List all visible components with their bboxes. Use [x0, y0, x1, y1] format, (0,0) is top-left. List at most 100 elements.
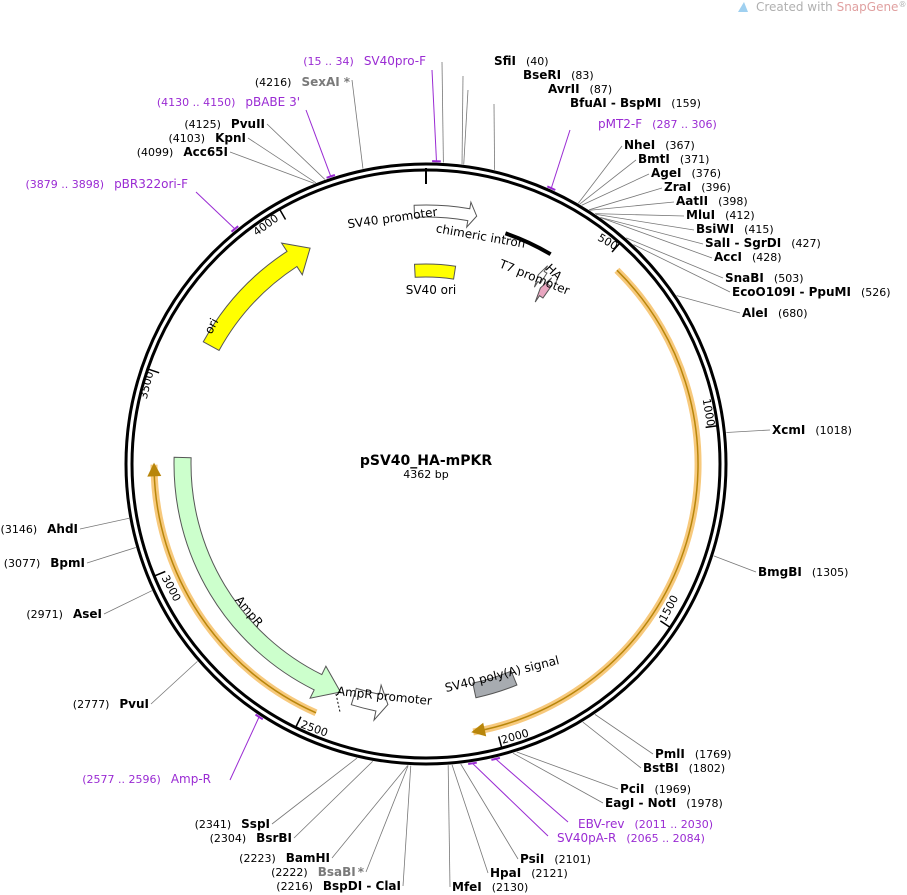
site-acc65i[interactable]: (4099)Acc65I [137, 145, 228, 159]
site-mfei[interactable]: MfeI(2130) [452, 880, 528, 894]
restriction-sites-right: SfiI(40) BseRI(83) AvrII(87) BfuAI - Bsp… [452, 54, 891, 894]
primer-binding-mark [230, 225, 239, 233]
tick-1000: 1000 [700, 397, 718, 427]
site-pointer [293, 760, 374, 839]
sv40-ori-label: SV40 ori [406, 283, 457, 297]
site-pointer [461, 75, 464, 165]
site-kpni[interactable]: (4103)KpnI [169, 131, 246, 145]
site-pointer [331, 765, 409, 859]
site-pointer-lines [79, 61, 771, 888]
site-bsabi[interactable]: (2222)BsaBI* [271, 865, 365, 879]
site-psii[interactable]: PsiI(2101) [520, 852, 591, 866]
tick-mark [659, 620, 671, 629]
sv40-promoter-label: SV40 promoter [347, 205, 439, 231]
ampr-overlap-mark [335, 693, 341, 713]
site-pointer [633, 244, 731, 293]
primer-pointer [550, 129, 571, 189]
site-pvui[interactable]: (2777)PvuI [73, 697, 149, 711]
site-acci[interactable]: AccI(428) [714, 250, 782, 264]
site-aatii[interactable]: AatII(398) [676, 194, 748, 208]
site-agei[interactable]: AgeI(376) [651, 166, 721, 180]
site-pointer [600, 217, 713, 259]
sv40-ori-feature [413, 263, 457, 280]
site-sspi[interactable]: (2341)SspI [195, 817, 270, 831]
site-pointer [266, 123, 326, 180]
site-pointer [588, 187, 663, 211]
site-alei[interactable]: AleI(680) [742, 306, 808, 320]
primer-pmt2-f[interactable]: pMT2-F(287 .. 306) [598, 117, 717, 131]
site-ecoo109i-ppumi[interactable]: EcoO109I - PpuMI(526) [732, 285, 891, 299]
site-pointer [595, 213, 695, 231]
site-ahdi[interactable]: (3146)AhdI [1, 522, 78, 536]
tick-mark [497, 736, 503, 749]
site-pointer [493, 103, 495, 170]
plasmid-name: pSV40_HA-mPKR [360, 453, 492, 469]
site-bstbi[interactable]: BstBI(1802) [643, 761, 725, 775]
site-pointer [512, 752, 604, 804]
site-pointer [229, 151, 315, 184]
chimeric-intron-label: chimeric intron [435, 221, 527, 251]
primer-pointer [431, 69, 437, 162]
site-bpmi[interactable]: (3077)BpmI [4, 556, 85, 570]
site-sali-sgrdi[interactable]: SalI - SgrDI(427) [705, 236, 821, 250]
sv40-polya-feature [472, 670, 518, 699]
site-snabi[interactable]: SnaBI(503) [725, 271, 804, 285]
primer-pointer [195, 191, 236, 230]
site-bsrbi[interactable]: (2304)BsrBI [210, 831, 292, 845]
site-pointer [247, 137, 317, 184]
site-bmti[interactable]: BmtI(371) [638, 152, 709, 166]
t7-promoter-feature [533, 265, 549, 288]
primer-binding-mark [491, 756, 501, 761]
plasmid-size: 4362 bp [403, 468, 448, 481]
site-sfii[interactable]: SfiI(40) [494, 54, 549, 68]
site-bsiwi[interactable]: BsiWI(415) [696, 222, 774, 236]
primer-pbabe-3[interactable]: (4130 .. 4150)pBABE 3' [157, 95, 300, 109]
site-bmgbi[interactable]: BmgBI(1305) [758, 565, 848, 579]
site-hpai[interactable]: HpaI(2121) [490, 866, 568, 880]
site-pointer [460, 763, 519, 860]
primer-binding-mark [254, 713, 264, 721]
site-zrai[interactable]: ZraI(396) [664, 180, 731, 194]
site-pointer [713, 555, 757, 573]
ori-label: ori [202, 316, 222, 336]
site-pointer [463, 89, 469, 165]
site-pmli[interactable]: PmlI(1769) [655, 747, 731, 761]
site-xcmi[interactable]: XcmI(1018) [772, 423, 852, 437]
site-pointer [86, 547, 136, 564]
site-pointer [676, 295, 741, 314]
primer-amp-r[interactable]: (2577 .. 2596)Amp-R [82, 772, 211, 786]
snapgene-logo-icon [738, 2, 748, 12]
primer-ebv-rev[interactable]: EBV-rev(2011 .. 2030) [578, 817, 713, 831]
site-avrii[interactable]: AvrII(87) [548, 82, 612, 96]
site-bspdi-clai[interactable]: (2216)BspDI - ClaI [276, 879, 401, 893]
site-pvuii[interactable]: (4125)PvuII [184, 117, 265, 131]
site-pointer [365, 765, 409, 873]
site-pointer [577, 145, 623, 204]
tick-mark [153, 570, 166, 577]
tick-mark [278, 208, 287, 220]
site-bseri[interactable]: BseRI(83) [523, 68, 594, 82]
site-pointer [103, 590, 153, 615]
sv40-promoter-feature [413, 200, 478, 229]
primer-sv40pa-r[interactable]: SV40pA-R(2065 .. 2084) [557, 831, 705, 845]
site-mlui[interactable]: MluI(412) [686, 208, 755, 222]
tick-mark [294, 716, 302, 728]
ha-tag-feature [534, 277, 553, 303]
primer-sv40pro-f[interactable]: (15 .. 34)SV40pro-F [303, 54, 426, 68]
site-eagi-noti[interactable]: EagI - NotI(1978) [605, 796, 723, 810]
site-sexai[interactable]: (4216)SexAI* [255, 75, 351, 89]
site-asei[interactable]: (2971)AseI [26, 607, 102, 621]
orf-bla [147, 462, 318, 717]
primer-binding-mark [326, 174, 336, 179]
site-nhei[interactable]: NheI(367) [624, 138, 695, 152]
ampr-feature [173, 456, 342, 699]
site-bfuai-bspmi[interactable]: BfuAI - BspMI(159) [570, 96, 701, 110]
site-pointer [441, 61, 444, 163]
primer-pbr322ori-f[interactable]: (3879 .. 3898)pBR322ori-F [26, 177, 189, 191]
ori-feature [202, 242, 311, 352]
site-pointer [589, 201, 675, 211]
site-pointer [79, 517, 130, 530]
site-bamhi[interactable]: (2223)BamHI [239, 851, 330, 865]
site-pcii[interactable]: PciI(1969) [620, 782, 691, 796]
